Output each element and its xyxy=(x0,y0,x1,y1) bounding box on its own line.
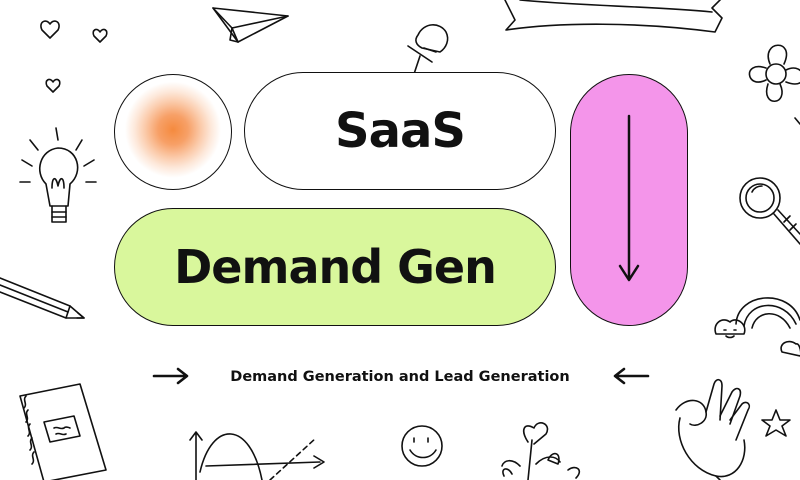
star-icon xyxy=(761,409,791,437)
heart-icon xyxy=(40,20,108,93)
gradient-orb xyxy=(114,74,232,190)
arrow-down-icon xyxy=(618,114,640,282)
saas-pill: SaaS xyxy=(244,72,556,190)
rainbow-icon xyxy=(714,297,800,357)
lightbulb-icon xyxy=(19,127,97,223)
arrow-left-icon xyxy=(613,367,650,385)
pushpin-icon xyxy=(407,24,449,75)
demand-gen-pill: Demand Gen xyxy=(114,208,556,326)
smiley-icon xyxy=(401,425,443,467)
flower-icon xyxy=(748,44,800,102)
plant-icon xyxy=(501,422,581,480)
caption-text: Demand Generation and Lead Generation xyxy=(230,369,570,385)
paper-plane-icon xyxy=(212,7,289,43)
title-main: Demand Gen xyxy=(174,240,497,294)
banner-ribbon-icon xyxy=(504,0,723,33)
ok-hand-icon xyxy=(675,378,751,480)
magnifier-icon xyxy=(739,177,800,245)
graph-icon xyxy=(189,431,325,480)
title-top: SaaS xyxy=(335,103,466,159)
arrow-pill xyxy=(570,74,688,326)
arrow-right-icon xyxy=(152,367,189,385)
notebook-icon xyxy=(19,383,107,480)
caption: Demand Generation and Lead Generation xyxy=(150,362,650,392)
pencil-icon xyxy=(0,277,85,319)
